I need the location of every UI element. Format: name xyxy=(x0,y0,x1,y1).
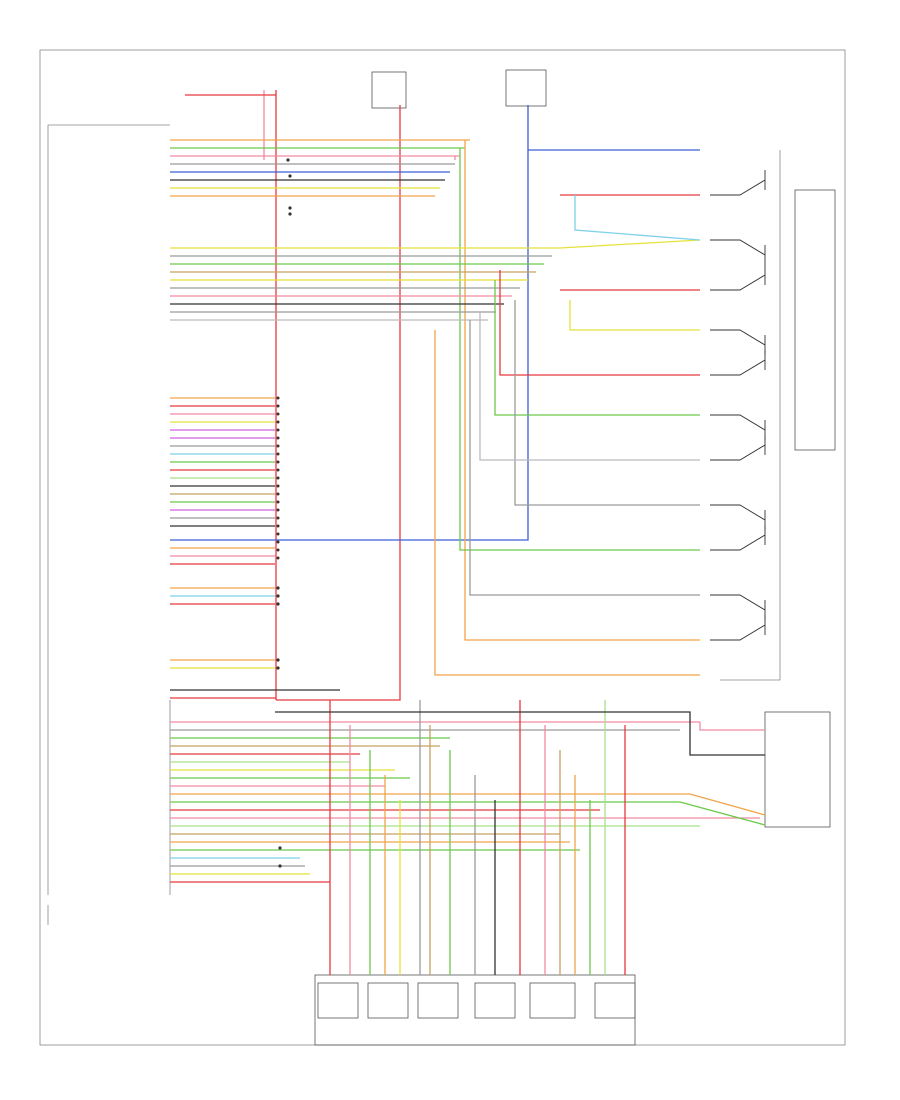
wire-white-switch-7 xyxy=(479,312,700,461)
pin-group xyxy=(276,158,292,868)
splice-dot xyxy=(276,420,280,424)
wire-blue-main xyxy=(170,105,529,541)
motor-5-box xyxy=(529,982,576,1019)
splice-dot xyxy=(276,404,280,408)
splice-dot xyxy=(276,396,280,400)
ground-dot xyxy=(276,594,280,598)
lower-module-bracket xyxy=(47,700,171,925)
switch-contact xyxy=(710,504,766,530)
wire-group xyxy=(170,90,766,975)
motor-4-box xyxy=(474,982,516,1019)
ground-dot xyxy=(288,174,292,178)
splice-dot xyxy=(276,476,280,480)
switch-group xyxy=(710,170,766,641)
wire-ltblue-switch-1 xyxy=(574,195,701,241)
switch-contact xyxy=(710,594,766,620)
wire-black-relay xyxy=(275,711,765,756)
wire-yellow-switch-3 xyxy=(569,300,700,331)
switch-contact xyxy=(710,414,766,440)
splice-dot xyxy=(276,460,280,464)
ground-dot xyxy=(276,602,280,606)
ground-dot xyxy=(276,586,280,590)
upper-module-bracket xyxy=(47,124,170,895)
switch-contact xyxy=(710,239,766,265)
splice-dot xyxy=(276,412,280,416)
power-source-box-right xyxy=(505,69,547,107)
wire-red-switch-4 xyxy=(499,270,700,376)
switch-contact xyxy=(710,329,766,355)
wire-orange-long xyxy=(464,140,700,641)
splice-dot xyxy=(276,492,280,496)
switch-contact xyxy=(710,525,766,551)
ground-dot xyxy=(276,666,280,670)
wire-gray-switch-8 xyxy=(469,320,700,596)
wire-gray-switch-6 xyxy=(514,300,700,506)
switch-contact xyxy=(710,265,766,291)
splice-dot xyxy=(276,468,280,472)
seat-switch-box-upper xyxy=(794,189,836,451)
switch-contact xyxy=(710,170,766,196)
ground-dot xyxy=(276,658,280,662)
relay-module-box xyxy=(764,711,831,828)
motor-3-box xyxy=(417,982,459,1019)
diagram-border xyxy=(39,49,846,1046)
wire-green-relay xyxy=(679,801,766,826)
ground-dot xyxy=(288,212,292,216)
splice-dot xyxy=(276,508,280,512)
ground-dot xyxy=(286,158,290,162)
switch-contact xyxy=(710,615,766,641)
motor-6-box xyxy=(594,982,636,1019)
switch-contact xyxy=(710,435,766,461)
splice-dot xyxy=(276,532,280,536)
switch-assembly-frame xyxy=(720,150,781,681)
splice-dot xyxy=(276,444,280,448)
motor-2-box xyxy=(367,982,409,1019)
splice-dot xyxy=(276,452,280,456)
power-source-box-left xyxy=(371,71,407,109)
switch-contact xyxy=(710,350,766,376)
wire-green-switch-5 xyxy=(494,280,700,416)
splice-dot xyxy=(276,500,280,504)
splice-dot xyxy=(276,556,280,560)
ground-dot xyxy=(288,206,292,210)
splice-dot xyxy=(276,428,280,432)
splice-dot xyxy=(276,524,280,528)
splice-dot xyxy=(276,484,280,488)
ground-dot xyxy=(278,864,282,868)
ground-dot xyxy=(278,846,282,850)
splice-dot xyxy=(276,436,280,440)
wire-pink-relay xyxy=(699,722,765,731)
wire-orange-relay xyxy=(689,793,766,816)
wire-orange-switch-9 xyxy=(434,330,700,676)
wire-red-feed xyxy=(276,105,401,701)
wire-yellow-to-switch xyxy=(559,239,701,249)
splice-dot xyxy=(276,540,280,544)
motor-1-box xyxy=(317,982,359,1019)
splice-dot xyxy=(276,516,280,520)
wire-green-long xyxy=(459,148,700,551)
splice-dot xyxy=(276,548,280,552)
